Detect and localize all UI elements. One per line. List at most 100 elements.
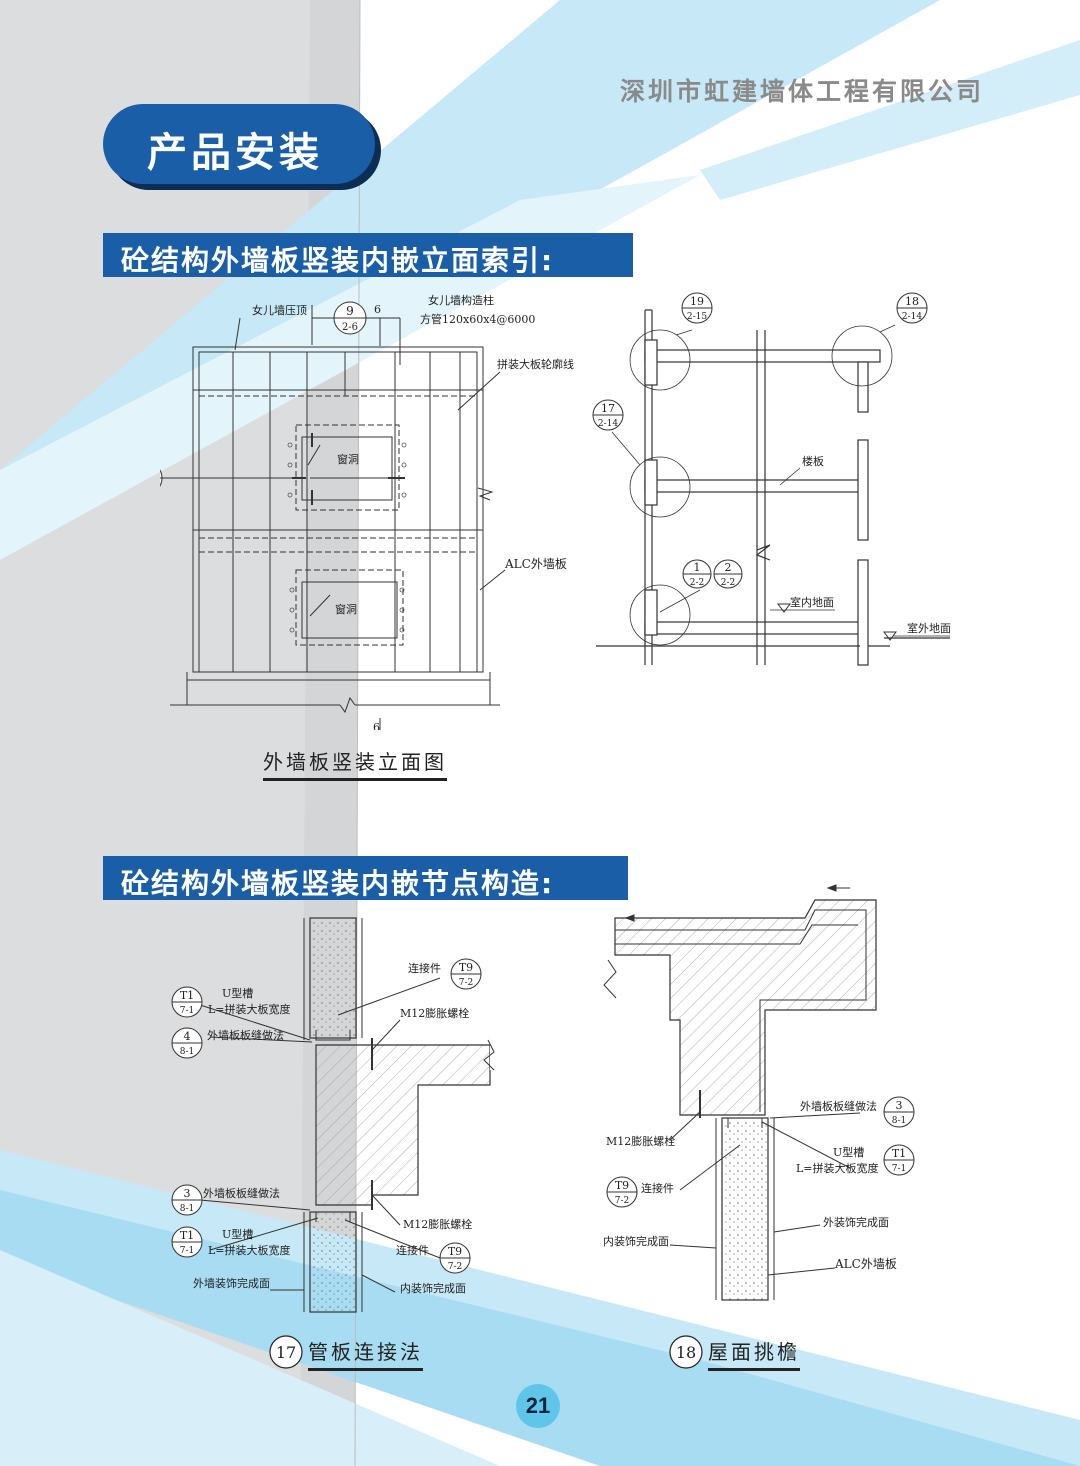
caption-18-bubble: 18 xyxy=(669,1335,703,1369)
label-ext-finish: 外墙装饰完成面 xyxy=(193,1276,270,1290)
ref-bubble-T9-top: T9 7-2 xyxy=(450,958,482,990)
caption-detail-18-text: 屋面挑檐 xyxy=(708,1340,800,1364)
ref-bubble-T9-d18: T9 7-2 xyxy=(606,1176,638,1208)
ref-sheet: 7-2 xyxy=(615,1196,630,1206)
section-title-pill: 产品安装 xyxy=(103,104,375,184)
label-alc-panel-d18: ALC外墙板 xyxy=(834,1257,897,1271)
cut-mark-top: 6 xyxy=(374,303,381,316)
label-panel-outline: 拼装大板轮廓线 xyxy=(497,357,574,371)
section-drawing: 19 2-15 18 2-14 17 2-14 1 2-2 2 2-2 楼板 室… xyxy=(592,292,951,666)
caption-underline xyxy=(308,1368,423,1371)
top-ribbon-2 xyxy=(700,40,1080,200)
ref-bubble-19: 19 2-15 xyxy=(681,292,713,324)
ref-num: T9 xyxy=(615,1179,629,1192)
label-u-channel-d18: U型槽 xyxy=(833,1145,864,1159)
label-parapet-cap: 女儿墙压顶 xyxy=(252,303,307,317)
ref-bubble-4: 4 8-1 xyxy=(171,1027,203,1059)
ref-num: 9 xyxy=(346,304,354,318)
label-bolt-d18: M12膨胀螺栓 xyxy=(606,1134,675,1148)
caption-detail-17: 管板连接法 xyxy=(308,1336,423,1371)
ref-num: 18 xyxy=(905,295,919,308)
label-outdoor-ground: 室外地面 xyxy=(907,621,951,635)
label-u-channel-bottom: U型槽 xyxy=(222,1227,253,1241)
ref-bubble-10: 10 2-6 xyxy=(160,469,163,487)
ref-bubble-3: 3 8-1 xyxy=(171,1184,203,1216)
label-post-spec: 方管120x60x4@6000 xyxy=(420,312,535,326)
caption-elevation: 外墙板竖装立面图 xyxy=(263,746,447,781)
ref-sheet: 2-2 xyxy=(721,578,736,588)
detail-18-drawing: 3 8-1 T1 7-1 T9 7-2 外墙板板缝做法 M12膨胀螺栓 U型槽 … xyxy=(603,884,915,1301)
section-title: 产品安装 xyxy=(147,130,323,176)
label-window-2: 窗洞 xyxy=(335,602,357,616)
label-connector-d18: 连接件 xyxy=(641,1182,674,1195)
caption-detail-18: 屋面挑檐 xyxy=(708,1336,800,1371)
label-u-length-bottom: L=拼装大板宽度 xyxy=(208,1243,291,1257)
label-connector-bottom: 连接件 xyxy=(396,1244,429,1257)
ref-num: 19 xyxy=(690,295,704,308)
heading-elevation: 砼结构外墙板竖装内嵌立面索引: xyxy=(121,244,555,277)
label-joint-top: 外墙板板缝做法 xyxy=(207,1028,284,1042)
detail-17-drawing: T9 7-2 T1 7-1 4 8-1 3 8-1 T1 7-1 T9 7-2 … xyxy=(171,917,496,1313)
ref-bubble-T1-d18: T1 7-1 xyxy=(883,1144,915,1176)
label-u-channel-top: U型槽 xyxy=(222,986,253,1000)
label-bolt-bottom: M12膨胀螺栓 xyxy=(403,1217,472,1231)
heading-bar-elevation: 砼结构外墙板竖装内嵌立面索引: xyxy=(103,233,633,277)
caption-17-num: 17 xyxy=(276,1343,296,1362)
heading-details: 砼结构外墙板竖装内嵌节点构造: xyxy=(121,867,555,900)
ref-bubble-T9-bottom: T9 7-2 xyxy=(439,1242,471,1274)
caption-18-num: 18 xyxy=(676,1343,696,1362)
heading-bar-details: 砼结构外墙板竖装内嵌节点构造: xyxy=(103,856,628,900)
label-indoor-floor: 室内地面 xyxy=(790,595,834,609)
ref-bubble-T1-bottom: T1 7-1 xyxy=(171,1226,203,1258)
ref-sheet: 2-6 xyxy=(342,322,358,333)
label-int-finish-d18: 内装饰完成面 xyxy=(603,1234,669,1248)
ref-sheet: 7-1 xyxy=(180,1006,195,1016)
bottom-ribbon xyxy=(0,1150,1080,1466)
ref-bubble-1: 1 2-2 xyxy=(682,559,712,589)
ref-sheet: 8-1 xyxy=(180,1204,195,1214)
label-int-finish: 内装饰完成面 xyxy=(400,1281,466,1295)
caption-underline xyxy=(708,1368,800,1371)
ref-num: 3 xyxy=(184,1187,191,1200)
ref-sheet: 2-14 xyxy=(902,312,922,322)
label-connector-top: 连接件 xyxy=(408,962,441,975)
company-name: 深圳市虹建墙体工程有限公司 xyxy=(620,77,985,106)
ref-num: 2 xyxy=(725,561,732,574)
bottom-ribbon-3 xyxy=(0,1250,500,1466)
ref-sheet: 7-1 xyxy=(180,1246,195,1256)
ref-num: 17 xyxy=(601,402,615,415)
ref-bubble-18: 18 2-14 xyxy=(896,292,928,324)
ref-bubble-17: 17 2-14 xyxy=(592,399,624,431)
ref-sheet: 8-1 xyxy=(892,1116,907,1126)
ref-num: T1 xyxy=(180,1229,194,1242)
ref-num: T9 xyxy=(459,961,473,974)
ref-sheet: 8-1 xyxy=(180,1047,195,1057)
ref-num: 3 xyxy=(896,1099,903,1112)
elevation-drawing: 9 2-6 10 2-6 女儿墙压顶 女儿墙构造柱 方管120x60x4@600… xyxy=(160,293,574,730)
ref-num: T9 xyxy=(448,1245,462,1258)
caption-underline xyxy=(263,778,447,781)
caption-17-bubble: 17 xyxy=(269,1335,303,1369)
label-ext-finish-d18: 外装饰完成面 xyxy=(823,1215,889,1229)
ref-sheet: 2-14 xyxy=(598,419,618,429)
label-joint-bottom: 外墙板板缝做法 xyxy=(203,1186,280,1200)
caption-detail-17-text: 管板连接法 xyxy=(308,1340,423,1364)
ref-sheet: 7-2 xyxy=(459,978,474,988)
label-window-1: 窗洞 xyxy=(337,452,359,466)
ref-num: T1 xyxy=(180,989,194,1002)
ref-sheet: 7-1 xyxy=(892,1164,907,1174)
ref-num: 4 xyxy=(184,1030,191,1043)
label-u-length-top: L=拼装大板宽度 xyxy=(208,1002,291,1016)
cut-mark-bottom: 6 xyxy=(373,721,380,730)
label-parapet-post: 女儿墙构造柱 xyxy=(428,293,494,307)
label-alc-panel: ALC外墙板 xyxy=(504,557,567,571)
label-joint-d18: 外墙板板缝做法 xyxy=(800,1099,877,1113)
label-bolt-top: M12膨胀螺栓 xyxy=(400,1006,469,1020)
ref-bubble-3-d18: 3 8-1 xyxy=(883,1096,915,1128)
ref-bubble-2: 2 2-2 xyxy=(713,559,743,589)
ref-sheet: 2-15 xyxy=(687,312,707,322)
ref-num: 1 xyxy=(694,561,701,574)
ref-sheet: 7-2 xyxy=(448,1262,463,1272)
ref-bubble-T1-top: T1 7-1 xyxy=(171,986,203,1018)
ref-bubble-9: 9 2-6 xyxy=(333,301,367,335)
